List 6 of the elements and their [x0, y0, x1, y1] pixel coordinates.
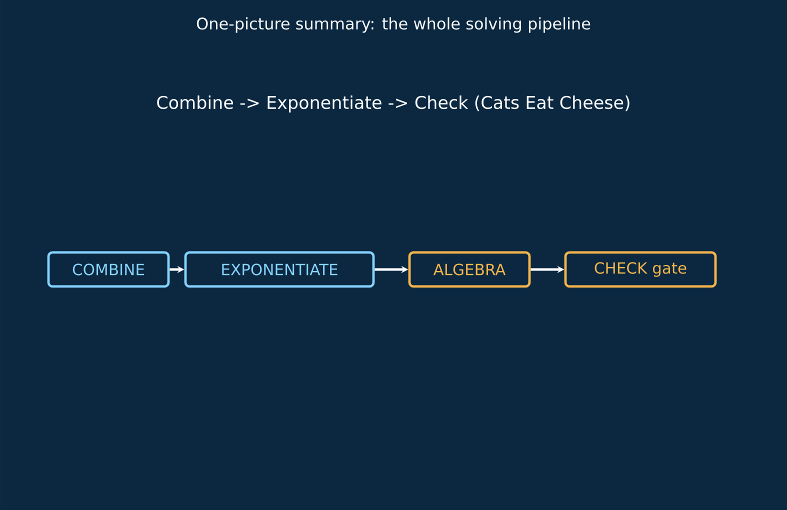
- process-box: CHECK gate: [564, 251, 717, 288]
- process-box: COMBINE: [47, 251, 170, 288]
- process-box: ALGEBRA: [408, 251, 531, 288]
- process-box: EXPONENTIATE: [184, 251, 375, 288]
- subtitle: Combine -> Exponentiate -> Check (Cats Eat Cheese): [157, 96, 630, 112]
- title: One-picture summary: the whole solving pipeline: [196, 17, 590, 33]
